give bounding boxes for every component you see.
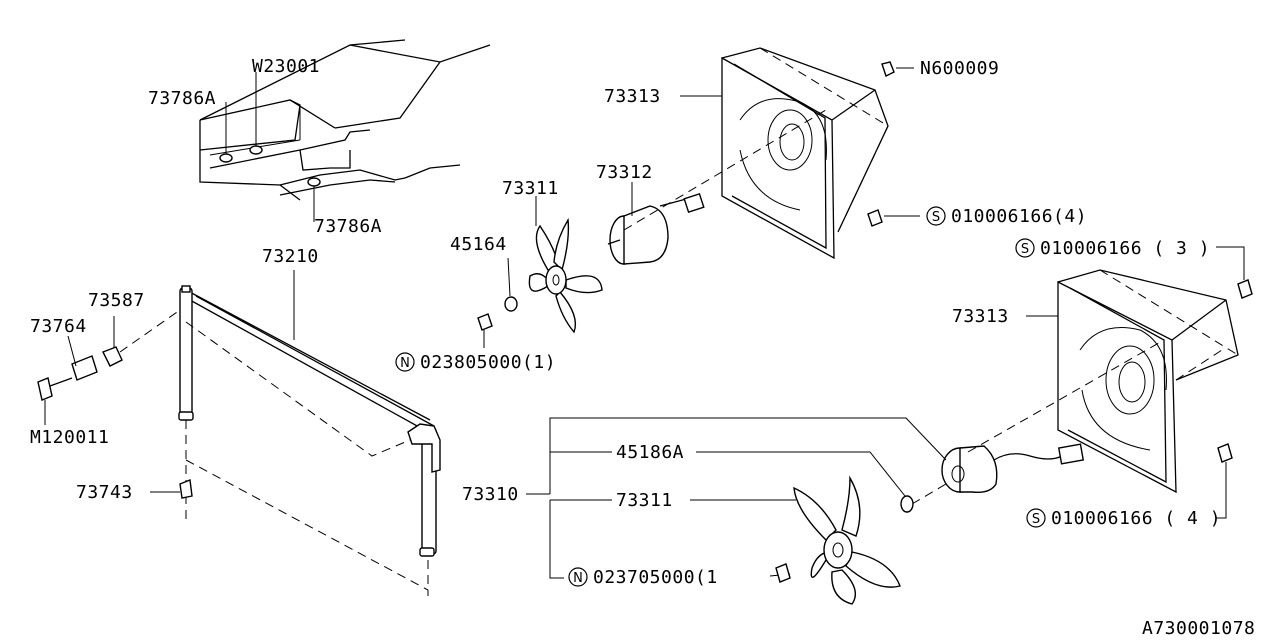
label-45164: 45164 (450, 234, 507, 255)
label-73743: 73743 (76, 482, 133, 503)
nut-023705000 (775, 563, 791, 583)
left-fasteners (37, 316, 193, 499)
label-45186A: 45186A (616, 442, 684, 463)
label-73786A-bottom: 73786A (314, 216, 382, 237)
n-mark-023805000-letter: N (400, 356, 410, 371)
diagram-reference-number: A730001078 (1142, 618, 1255, 639)
label-M120011: M120011 (30, 427, 109, 448)
s-mark-upper (926, 206, 946, 226)
label-73311-lower: 73311 (616, 490, 673, 511)
panel-clip-left (219, 153, 233, 163)
nut-n600009 (881, 61, 895, 77)
fan-shroud-upper (721, 56, 835, 260)
label-023805000: 023805000(1) (420, 352, 556, 373)
condenser-illustration (119, 270, 441, 596)
s-mark-3 (1015, 238, 1035, 258)
n-mark-023705000-letter: N (573, 571, 583, 586)
label-73210: 73210 (262, 246, 319, 267)
label-73313-upper: 73313 (604, 86, 661, 107)
label-023705000: 023705000(1 (593, 567, 718, 588)
label-W23001: W23001 (252, 56, 320, 77)
washer-45164 (504, 296, 518, 312)
label-010006166-4-lower: 010006166 ( 4 ) (1051, 508, 1221, 529)
s-mark-upper-letter: S (932, 210, 940, 225)
label-010006166-3: 010006166 ( 3 ) (1040, 238, 1210, 259)
n-mark-023705000 (568, 567, 588, 587)
bolt-010006166-lower (1217, 443, 1233, 463)
fan-blade-lower (793, 475, 901, 605)
label-73786A-top: 73786A (148, 88, 216, 109)
bushing-73587 (102, 346, 123, 367)
upper-fan-assembly (477, 47, 920, 348)
fan-blade-upper (528, 217, 603, 334)
nut-023805000 (477, 313, 493, 331)
panel-clip-middle (249, 145, 263, 155)
bolt-m120011 (37, 377, 53, 401)
fan-shroud-lower (1057, 280, 1177, 494)
label-73311-upper: 73311 (502, 178, 559, 199)
n-mark-023805000 (395, 352, 415, 372)
clip-73743 (179, 479, 193, 499)
lower-fan-assembly (526, 246, 1253, 605)
label-73312: 73312 (596, 162, 653, 183)
s-mark-3-letter: S (1021, 242, 1029, 257)
label-N600009: N600009 (920, 58, 999, 79)
washer-45186A (900, 495, 914, 513)
bolt-010006166-upper (867, 209, 883, 227)
label-73310: 73310 (462, 484, 519, 505)
s-mark-lower (1026, 508, 1046, 528)
label-73764: 73764 (30, 316, 87, 337)
bolt-010006166-3 (1237, 279, 1253, 299)
label-73587: 73587 (88, 290, 145, 311)
label-73313-lower: 73313 (952, 306, 1009, 327)
body-panel-illustration (199, 39, 491, 222)
collar-73764 (71, 355, 98, 381)
s-mark-lower-letter: S (1032, 512, 1040, 527)
panel-clip-right (307, 177, 321, 187)
label-010006166-4-upper: 010006166(4) (951, 206, 1087, 227)
